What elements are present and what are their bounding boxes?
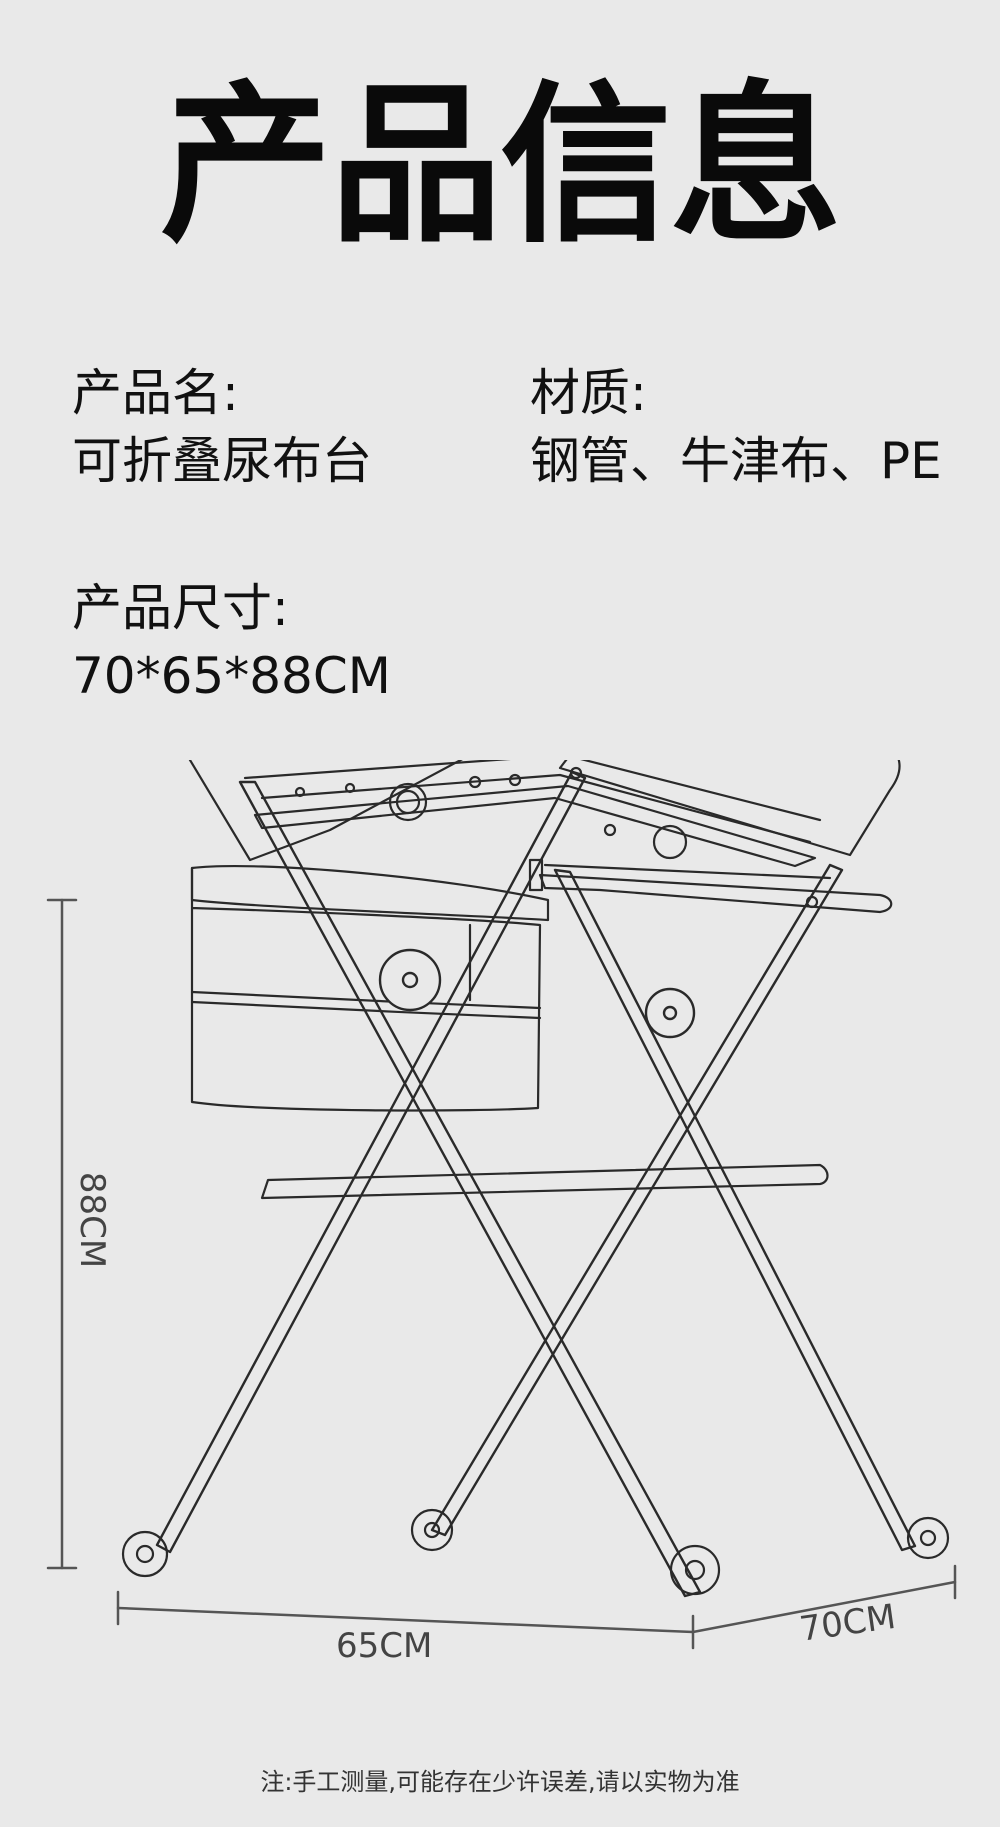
width-dimension-label: 65CM	[336, 1626, 433, 1666]
top-frame	[243, 760, 822, 868]
product-name-label: 产品名:	[72, 364, 239, 422]
page-title: 产品信息	[160, 65, 842, 266]
changing-table-drawing	[46, 760, 957, 1650]
rear-x-legs	[430, 863, 917, 1552]
front-x-legs	[155, 770, 702, 1598]
right-side-panel	[558, 760, 901, 857]
storage-basket	[190, 864, 550, 1112]
height-dimension-label: 88CM	[72, 1171, 113, 1269]
material-value: 钢管、牛津布、PE	[530, 431, 942, 490]
measurement-footnote: 注:手工测量,可能存在少许误差,请以实物为准	[260, 1768, 740, 1796]
lower-tray-frame	[528, 858, 893, 914]
caster-wheels	[121, 1508, 950, 1596]
dimension-lines	[46, 898, 957, 1650]
product-name-block: 产品名: 可折叠尿布台	[72, 360, 372, 495]
product-name-value: 可折叠尿布台	[72, 431, 372, 490]
cross-bar	[260, 1163, 829, 1200]
size-block: 产品尺寸: 70*65*88CM	[72, 575, 391, 710]
size-value: 70*65*88CM	[72, 646, 391, 705]
size-label: 产品尺寸:	[72, 579, 289, 637]
material-label: 材质:	[530, 364, 647, 422]
left-side-panel	[188, 760, 463, 862]
material-block: 材质: 钢管、牛津布、PE	[530, 360, 942, 495]
